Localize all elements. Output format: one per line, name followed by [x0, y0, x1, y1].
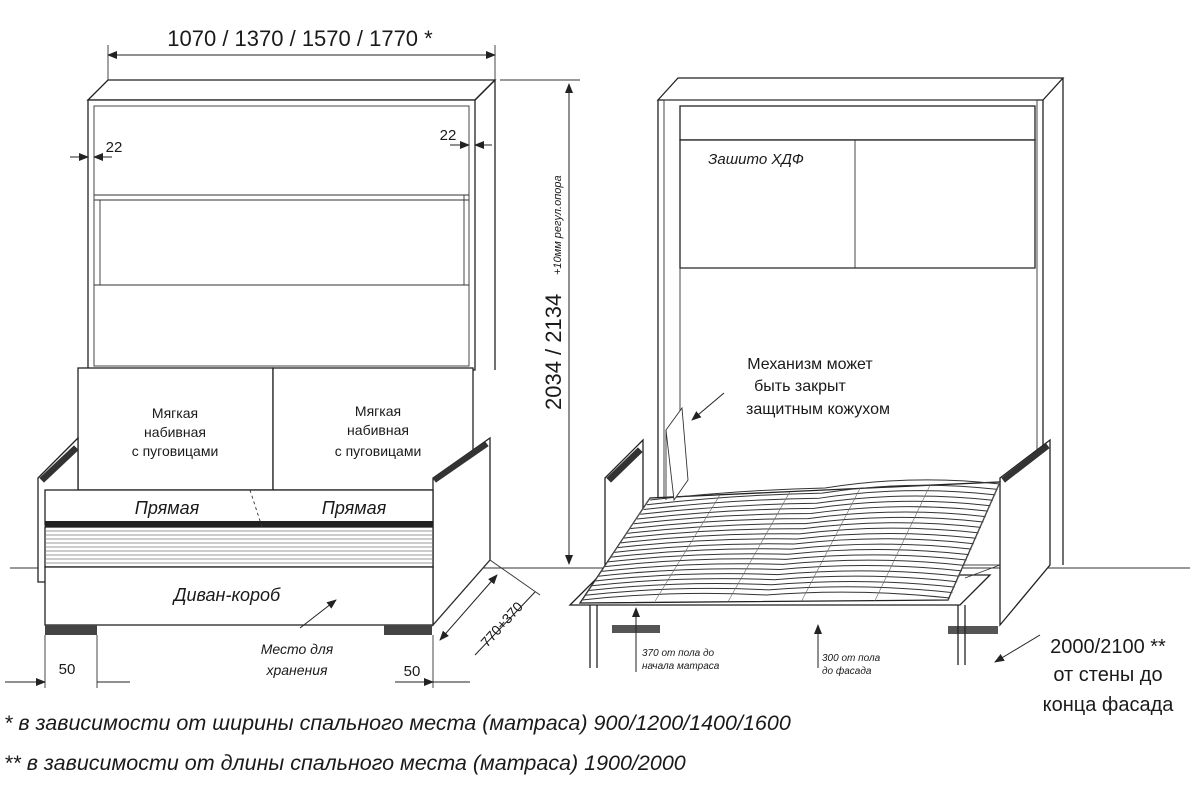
mattress-seam [728, 491, 791, 602]
right-dimensions [632, 392, 1041, 672]
sofa-seat [44, 489, 434, 568]
storage-label-line1: Место для [261, 641, 334, 657]
mechanism-line2: быть закрыт [754, 378, 846, 395]
mattress-height-line2: начала матраса [642, 661, 720, 672]
bed [568, 406, 1002, 668]
mattress-slat [630, 511, 986, 530]
length-line3: конца фасада [1043, 694, 1175, 716]
mattress-slat [611, 543, 972, 558]
sofa-box [44, 559, 491, 635]
mattress-slat [588, 580, 955, 591]
length-line1: 2000/2100 ** [1050, 636, 1166, 658]
left-cushions [77, 367, 474, 491]
mattress-slat [585, 586, 953, 596]
top-width-label: 1070 / 1370 / 1570 / 1770 * [167, 26, 433, 51]
mattress-slat [620, 527, 979, 544]
mattress-slat [640, 495, 993, 515]
mattress-seam [801, 488, 861, 602]
footnote-2: ** в зависимости от длины спального мест… [4, 751, 686, 775]
mattress-slat [614, 538, 974, 553]
foot-right-label: 50 [404, 663, 421, 680]
right-cabinet [656, 77, 1065, 566]
mattress-slat [643, 490, 996, 511]
height-note-label: +10мм регул.опора [552, 175, 564, 275]
cushion-left-line2: набивная [144, 424, 206, 440]
cushion-left-line3: с пуговицами [132, 443, 219, 459]
mattress-seam [947, 481, 1001, 602]
mattress-seam [874, 485, 931, 602]
height-label: 2034 / 2134 [541, 294, 566, 410]
footnote-1: * в зависимости от ширины спального мест… [4, 711, 791, 735]
mattress-height-line1: 370 от пола до [642, 648, 714, 659]
mattress-slat [598, 565, 962, 577]
cushion-right-line1: Мягкая [355, 403, 401, 419]
mechanism-line3: защитным кожухом [746, 401, 890, 418]
left-gap-label: 22 [106, 139, 123, 156]
cushion-right [272, 367, 474, 491]
mattress-slat [617, 532, 977, 549]
storage-label-line2: хранения [265, 662, 328, 678]
mattress-slat [646, 484, 998, 506]
cushion-left-line1: Мягкая [152, 405, 198, 421]
seat-right-label: Прямая [322, 498, 387, 518]
left-dimensions [5, 45, 580, 688]
mattress-slat [581, 591, 951, 601]
panel-label: Зашито ХДФ [708, 151, 804, 168]
mattress-slat [624, 522, 982, 539]
mattress-slat [604, 554, 967, 568]
mattress-seam [581, 497, 651, 602]
seat-left-label: Прямая [135, 498, 200, 518]
mattress-slat [649, 479, 1001, 501]
mechanism-line1: Механизм может [747, 356, 873, 373]
foot-left-label: 50 [59, 661, 76, 678]
mattress-slat [627, 516, 984, 534]
mattress-slat [636, 500, 991, 520]
length-line2: от стены до [1053, 664, 1162, 686]
cushion-right-line3: с пуговицами [335, 443, 422, 459]
mattress-slat [633, 506, 989, 525]
mattress-slat [591, 575, 958, 587]
mattress-seam [654, 494, 721, 602]
right-gap-label: 22 [440, 127, 457, 144]
mattress-slat [607, 548, 970, 563]
box-label: Диван-короб [172, 585, 281, 605]
mattress-slat [594, 570, 960, 582]
left-cabinet [86, 79, 497, 371]
facade-height-line1: 300 от пола [822, 653, 881, 664]
mattress-slat [601, 559, 965, 572]
facade-height-line2: до фасада [822, 665, 872, 677]
depth-label: 770+370 [477, 598, 526, 650]
cushion-right-line2: набивная [347, 422, 409, 438]
